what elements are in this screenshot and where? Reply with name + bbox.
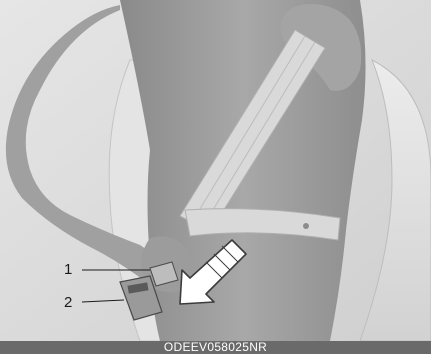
footer-bar: ODEEV058025NR (0, 341, 431, 354)
image-code: ODEEV058025NR (164, 341, 267, 354)
seatbelt-illustration (0, 0, 431, 341)
belt-stitch (303, 223, 309, 229)
callout-1-label: 1 (64, 262, 72, 277)
callout-2-label: 2 (64, 295, 72, 310)
